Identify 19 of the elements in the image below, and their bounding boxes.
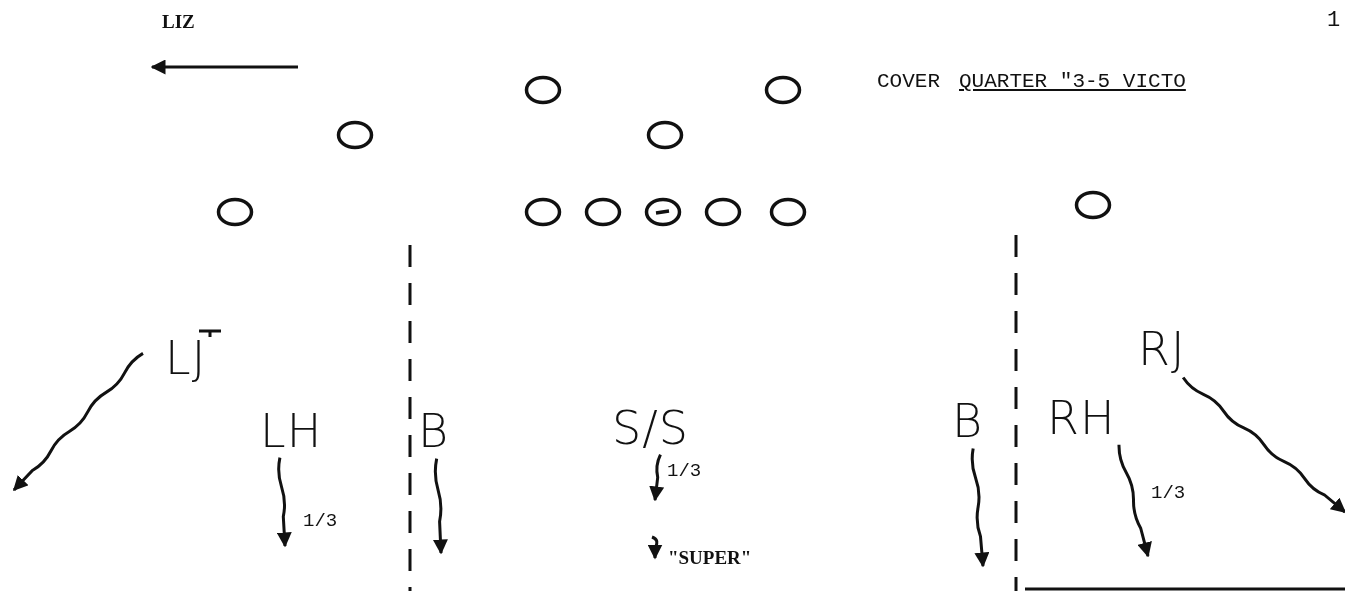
coverage-arrow	[649, 454, 665, 502]
player-label: B	[418, 408, 450, 454]
player-label: S/S	[612, 405, 689, 451]
direction-label: LIZ	[162, 12, 195, 31]
coverage-arrow	[1117, 444, 1152, 558]
coverage-arrow	[12, 352, 144, 492]
coverage-arrow	[432, 458, 448, 555]
page-number: 1	[1327, 10, 1341, 32]
call-label: "SUPER"	[668, 548, 752, 567]
player-label: LJ	[165, 335, 207, 381]
player-label: B	[952, 398, 984, 444]
coverage-arrow	[970, 448, 990, 568]
coverage-arrow	[276, 457, 292, 548]
player-label: LH	[260, 408, 323, 454]
title-text: QUARTER "3-5 VICTO	[959, 71, 1186, 92]
title-text: COVER	[877, 71, 940, 92]
player-label: RH	[1047, 395, 1116, 441]
coverage-arrow	[1181, 376, 1345, 514]
player-label: RJ	[1138, 326, 1186, 372]
